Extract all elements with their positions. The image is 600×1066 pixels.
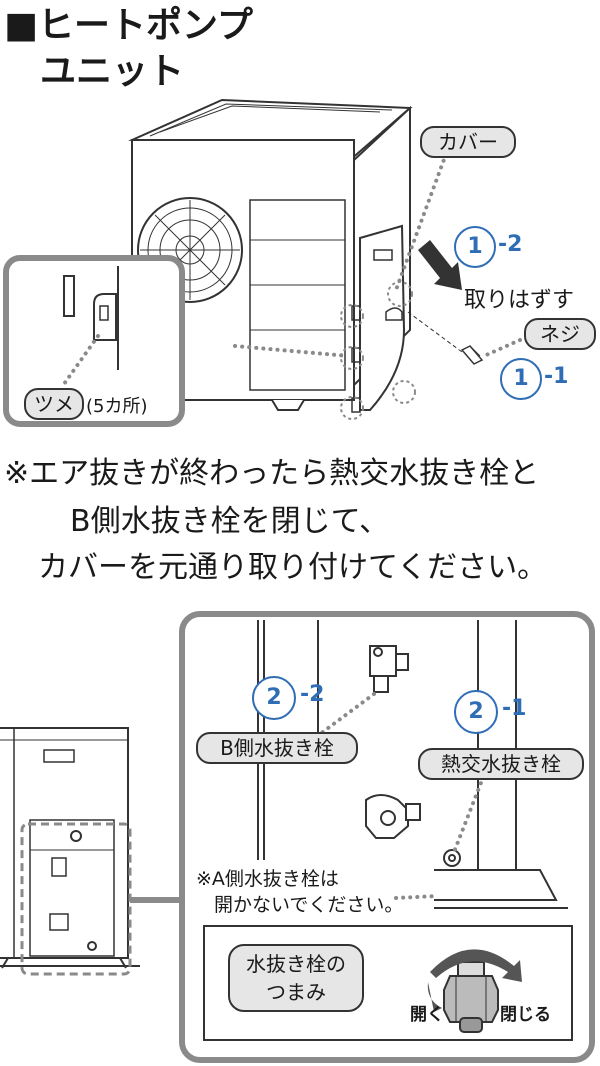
knob-label-line-2: つまみ (266, 980, 326, 1004)
heat-exchanger-drain-label: 熱交水抜き栓 (418, 748, 584, 780)
note-line-3: カバーを元通り取り付けてください。 (38, 550, 548, 585)
note-line-2: B側水抜き栓を閉じて、 (70, 504, 390, 539)
screw-label: ネジ (524, 318, 596, 350)
b-side-drain-label: B側水抜き栓 (196, 732, 358, 764)
title-marker: ■ (4, 5, 39, 46)
open-label: 開く (410, 1005, 444, 1025)
page-title-line-2: ユニット (40, 51, 185, 92)
tab-count: (5カ所) (86, 396, 148, 417)
a-side-note-line-1: ※A側水抜き栓は (196, 868, 339, 890)
step-1-1-suffix: -1 (544, 364, 569, 389)
step-1-1-badge: 1 (500, 358, 542, 400)
page-title: ■ヒートポンプ (4, 4, 253, 48)
tab-label: ツメ (24, 388, 84, 420)
cover-label: カバー (420, 126, 516, 158)
step-1-2-badge: 1 (454, 226, 496, 268)
step-2-2-number: 2 (266, 685, 282, 710)
step-2-2-badge: 2 (252, 676, 296, 720)
step-1-2-number: 1 (467, 234, 483, 259)
step-2-1-suffix: -1 (502, 696, 527, 721)
title-line-1: ヒートポンプ (38, 5, 253, 46)
knob-label: 水抜き栓の つまみ (228, 944, 364, 1012)
heat-pump-top-illustration (3, 98, 522, 427)
knob-label-line-1: 水抜き栓の (246, 952, 346, 976)
step-1-1-number: 1 (513, 366, 529, 391)
step-1-2-suffix: -2 (498, 232, 523, 257)
note-line-1: ※エア抜きが終わったら熱交水抜き栓と (4, 456, 540, 491)
step-2-1-number: 2 (468, 699, 484, 724)
remove-label: 取りはずす (464, 288, 575, 313)
step-2-1-badge: 2 (454, 690, 498, 734)
step-2-2-suffix: -2 (300, 682, 325, 707)
a-side-note-line-2: 開かないでください。 (214, 894, 404, 916)
close-label: 閉じる (500, 1005, 551, 1025)
